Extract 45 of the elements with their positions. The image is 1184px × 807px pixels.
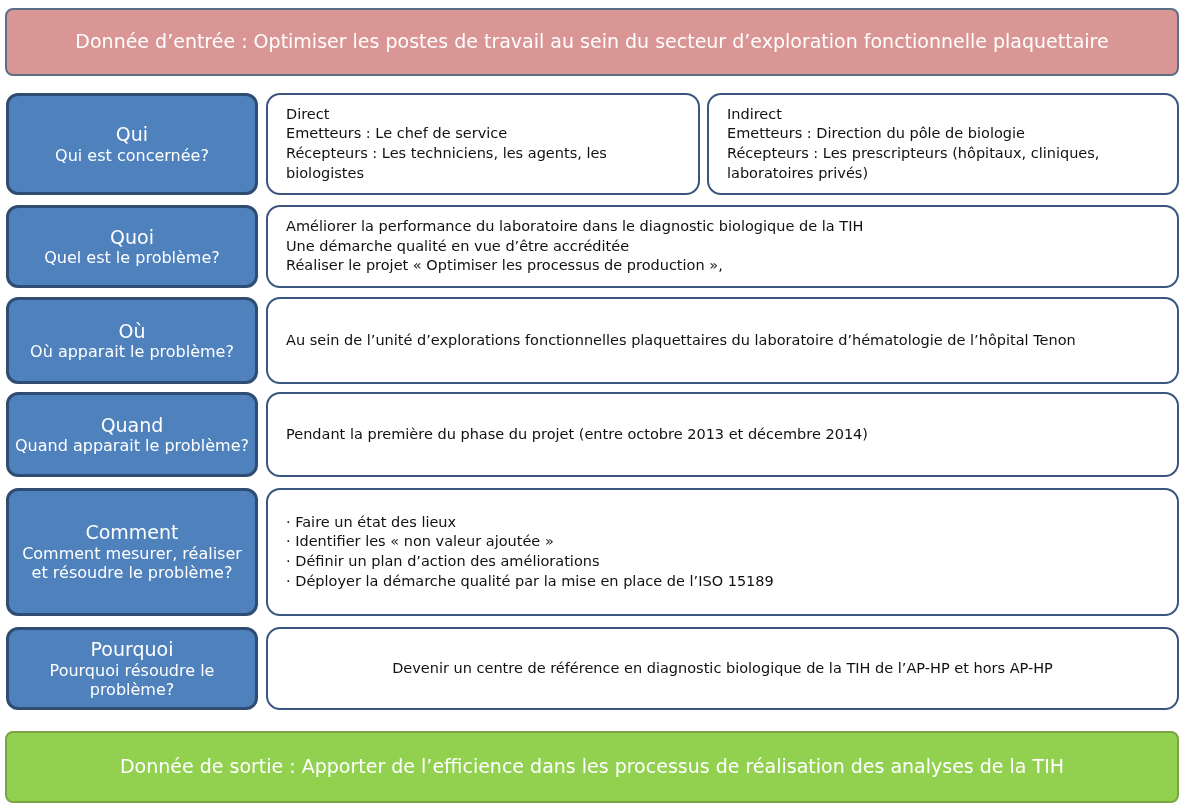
answer-line: Emetteurs : Direction du pôle de biologie [727,124,1026,144]
question-text: Où apparait le problème? [29,342,235,362]
question-text: Comment mesurer, réaliser et résoudre le problème? [21,544,243,583]
answer-box [266,488,1179,616]
question-heading: Pourquoi [89,637,175,661]
answer-line: Récepteurs : Les prescripteurs (hôpitaux, cliniques, laboratoires privés) [727,144,1101,183]
question-heading: Quand [99,413,165,437]
answer-box [707,93,1179,195]
answer-line: Direct [286,104,331,124]
answer-line: Emetteurs : Le chef de service [286,124,509,144]
question-text: Quel est le problème? [43,248,221,268]
question-box [6,297,258,384]
answer-line: Récepteurs : Les techniciens, les agents, les biologistes [286,144,608,183]
answer-line: Améliorer la performance du laboratoire dans le diagnostic biologique de la TIH [286,217,865,237]
question-box [6,488,258,616]
answer-line: Devenir un centre de référence en diagnostic biologique de la TIH de l’AP-HP et hors AP-HP [391,658,1054,678]
banner-text: Donnée d’entrée : Optimiser les postes de travail au sein du secteur d’exploration fonctionnelle plaquettaire [74,30,1110,54]
question-box [6,392,258,477]
question-text: Qui est concernée? [54,145,210,165]
answer-box [266,205,1179,288]
question-box [6,93,258,195]
question-heading: Où [117,319,147,343]
banner-text: Donnée de sortie : Apporter de l’efficience dans les processus de réalisation des analyses de la TIH [118,755,1066,779]
question-text: Quand apparait le problème? [15,436,249,456]
question-heading: Qui [114,123,150,146]
answer-line: · Déployer la démarche qualité par la mise en place de l’ISO 15189 [286,571,775,591]
question-heading: Comment [84,521,180,545]
answer-box [266,392,1179,477]
answer-box [266,297,1179,384]
answer-line: · Identifier les « non valeur ajoutée » [286,532,555,552]
answer-line: Au sein de l’unité d’explorations fonctionnelles plaquettaires du laboratoire d’hématologie de l’hôpital Tenon [286,330,1077,350]
answer-line: Une démarche qualité en vue d’être accréditée [286,236,631,256]
answer-box [266,627,1179,710]
input-banner [5,8,1179,76]
answer-box [266,93,700,195]
answer-line: · Définir un plan d’action des améliorations [286,552,601,571]
question-box [6,205,258,288]
question-text: Pourquoi résoudre le problème? [48,660,216,700]
question-heading: Quoi [109,225,155,249]
answer-line: Pendant la première du phase du projet (entre octobre 2013 et décembre 2014) [286,424,869,444]
answer-line: Indirect [727,104,783,124]
answer-line: · Faire un état des lieux [286,512,458,532]
answer-line: Réaliser le projet « Optimiser les processus de production », [286,256,724,276]
question-box [6,627,258,710]
output-banner [5,731,1179,803]
